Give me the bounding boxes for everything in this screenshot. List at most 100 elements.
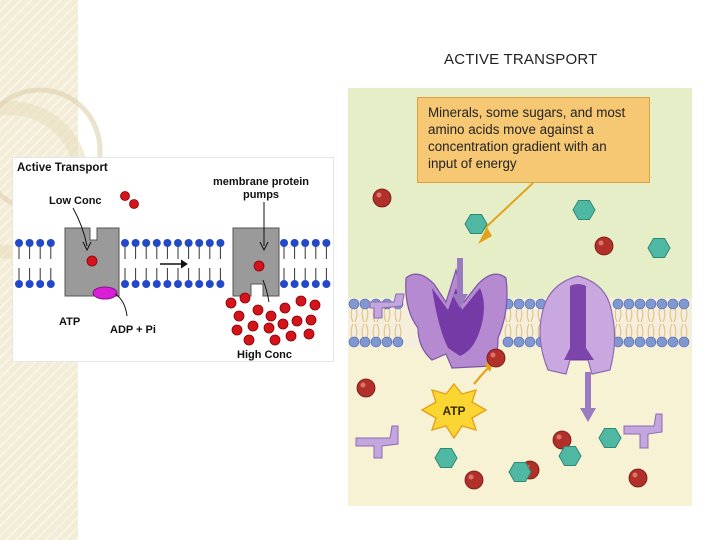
lipid-head (634, 336, 646, 348)
sugar-molecule (647, 238, 671, 258)
lipid-head (152, 280, 161, 288)
lipid-head (311, 280, 320, 288)
lipid-head (163, 239, 172, 247)
lipid-head (290, 280, 299, 288)
molecule (252, 304, 264, 316)
lipid-head (678, 336, 690, 348)
adp-pi-label: ADP + Pi (110, 324, 156, 336)
lipid-head (25, 280, 34, 288)
lipid-head (502, 336, 514, 348)
lipid-head (348, 336, 360, 348)
transport-protein-left-channel (432, 288, 484, 356)
mineral-molecule (356, 378, 376, 398)
molecule (285, 330, 297, 342)
lipid-head (131, 280, 140, 288)
lipid-head (301, 239, 310, 247)
lipid-head (46, 239, 55, 247)
lipid-head (322, 280, 331, 288)
inward-arrowhead (452, 294, 468, 308)
left-active-transport-diagram: Active Transport Low Conc membrane prote… (12, 157, 334, 362)
exit-arrow (262, 279, 270, 303)
lipid-head (142, 280, 151, 288)
low-conc-label: Low Conc (49, 195, 102, 207)
lipid-head (195, 239, 204, 247)
atp-label: ATP (59, 316, 80, 328)
lipid-head (311, 239, 320, 247)
lipid-head (381, 336, 393, 348)
mineral-molecule (372, 188, 392, 208)
mineral-molecule (594, 236, 614, 256)
molecule (291, 315, 303, 327)
molecule (253, 260, 265, 272)
lipid-head (645, 336, 657, 348)
pumps-pointer-arrowhead (259, 241, 269, 252)
lipid-head (359, 336, 371, 348)
lipid-head (359, 298, 371, 310)
lipid-head (280, 239, 288, 247)
molecule (305, 314, 317, 326)
lipid-head (121, 280, 129, 288)
lipid-head (645, 298, 657, 310)
lipid-head (524, 298, 536, 310)
lipid-head (280, 280, 288, 288)
lipid-head (46, 280, 55, 288)
lipid-head (513, 336, 525, 348)
lipid-head (678, 298, 690, 310)
mineral-molecule (464, 470, 484, 490)
lipid-head (322, 239, 331, 247)
lipid-head (36, 280, 45, 288)
lipid-head (152, 239, 161, 247)
callout-pointer (482, 182, 534, 231)
right-molecules (356, 188, 671, 490)
lipid-head (370, 336, 382, 348)
high-concentration-molecules (225, 292, 321, 346)
lipid-head (121, 239, 129, 247)
lipid-head (142, 239, 151, 247)
lipid-head (216, 280, 225, 288)
sugar-molecule (558, 446, 582, 466)
lipid-head (392, 336, 404, 348)
lipid-head (623, 298, 635, 310)
explanation-callout: Minerals, some sugars, and most amino ac… (417, 97, 650, 183)
molecule (265, 310, 277, 322)
left-figure-heading: Active Transport (17, 162, 108, 174)
atp-burst-label: ATP (442, 404, 465, 418)
lipid-head (131, 239, 140, 247)
lipid-head (216, 239, 225, 247)
sugar-molecule (598, 428, 622, 448)
sugar-molecule (464, 214, 488, 234)
lipid-head (612, 298, 624, 310)
molecule (303, 328, 315, 340)
pumps-label-line2: pumps (243, 189, 279, 201)
molecule (263, 322, 275, 334)
lipid-head (513, 298, 525, 310)
lipid-head (524, 336, 536, 348)
outward-arrowhead (580, 408, 596, 422)
lipid-head (195, 280, 204, 288)
lipid-head (634, 298, 646, 310)
molecule (243, 334, 255, 346)
molecule (239, 292, 251, 304)
lipid-head (15, 280, 23, 288)
lipid-head (656, 298, 668, 310)
lipid-head (205, 239, 214, 247)
sugar-molecule (434, 448, 458, 468)
lipid-head (174, 239, 182, 247)
molecule (231, 324, 243, 336)
atp-burst (420, 382, 488, 440)
lipid-head (184, 280, 193, 288)
sugar-molecule (572, 200, 596, 220)
lipid-head (667, 298, 679, 310)
left-lipid-bilayer (15, 239, 331, 288)
lipid-head (623, 336, 635, 348)
sugar-molecule (508, 462, 532, 482)
molecule (120, 191, 130, 201)
molecule (295, 295, 307, 307)
atp-to-adp-arrow (114, 293, 128, 317)
molecule (129, 199, 139, 209)
right-active-transport-illustration: ATP (348, 88, 692, 506)
transition-arrowhead (180, 259, 188, 269)
lipid-head (348, 298, 360, 310)
atp-molecule (92, 286, 118, 300)
molecule (277, 318, 289, 330)
